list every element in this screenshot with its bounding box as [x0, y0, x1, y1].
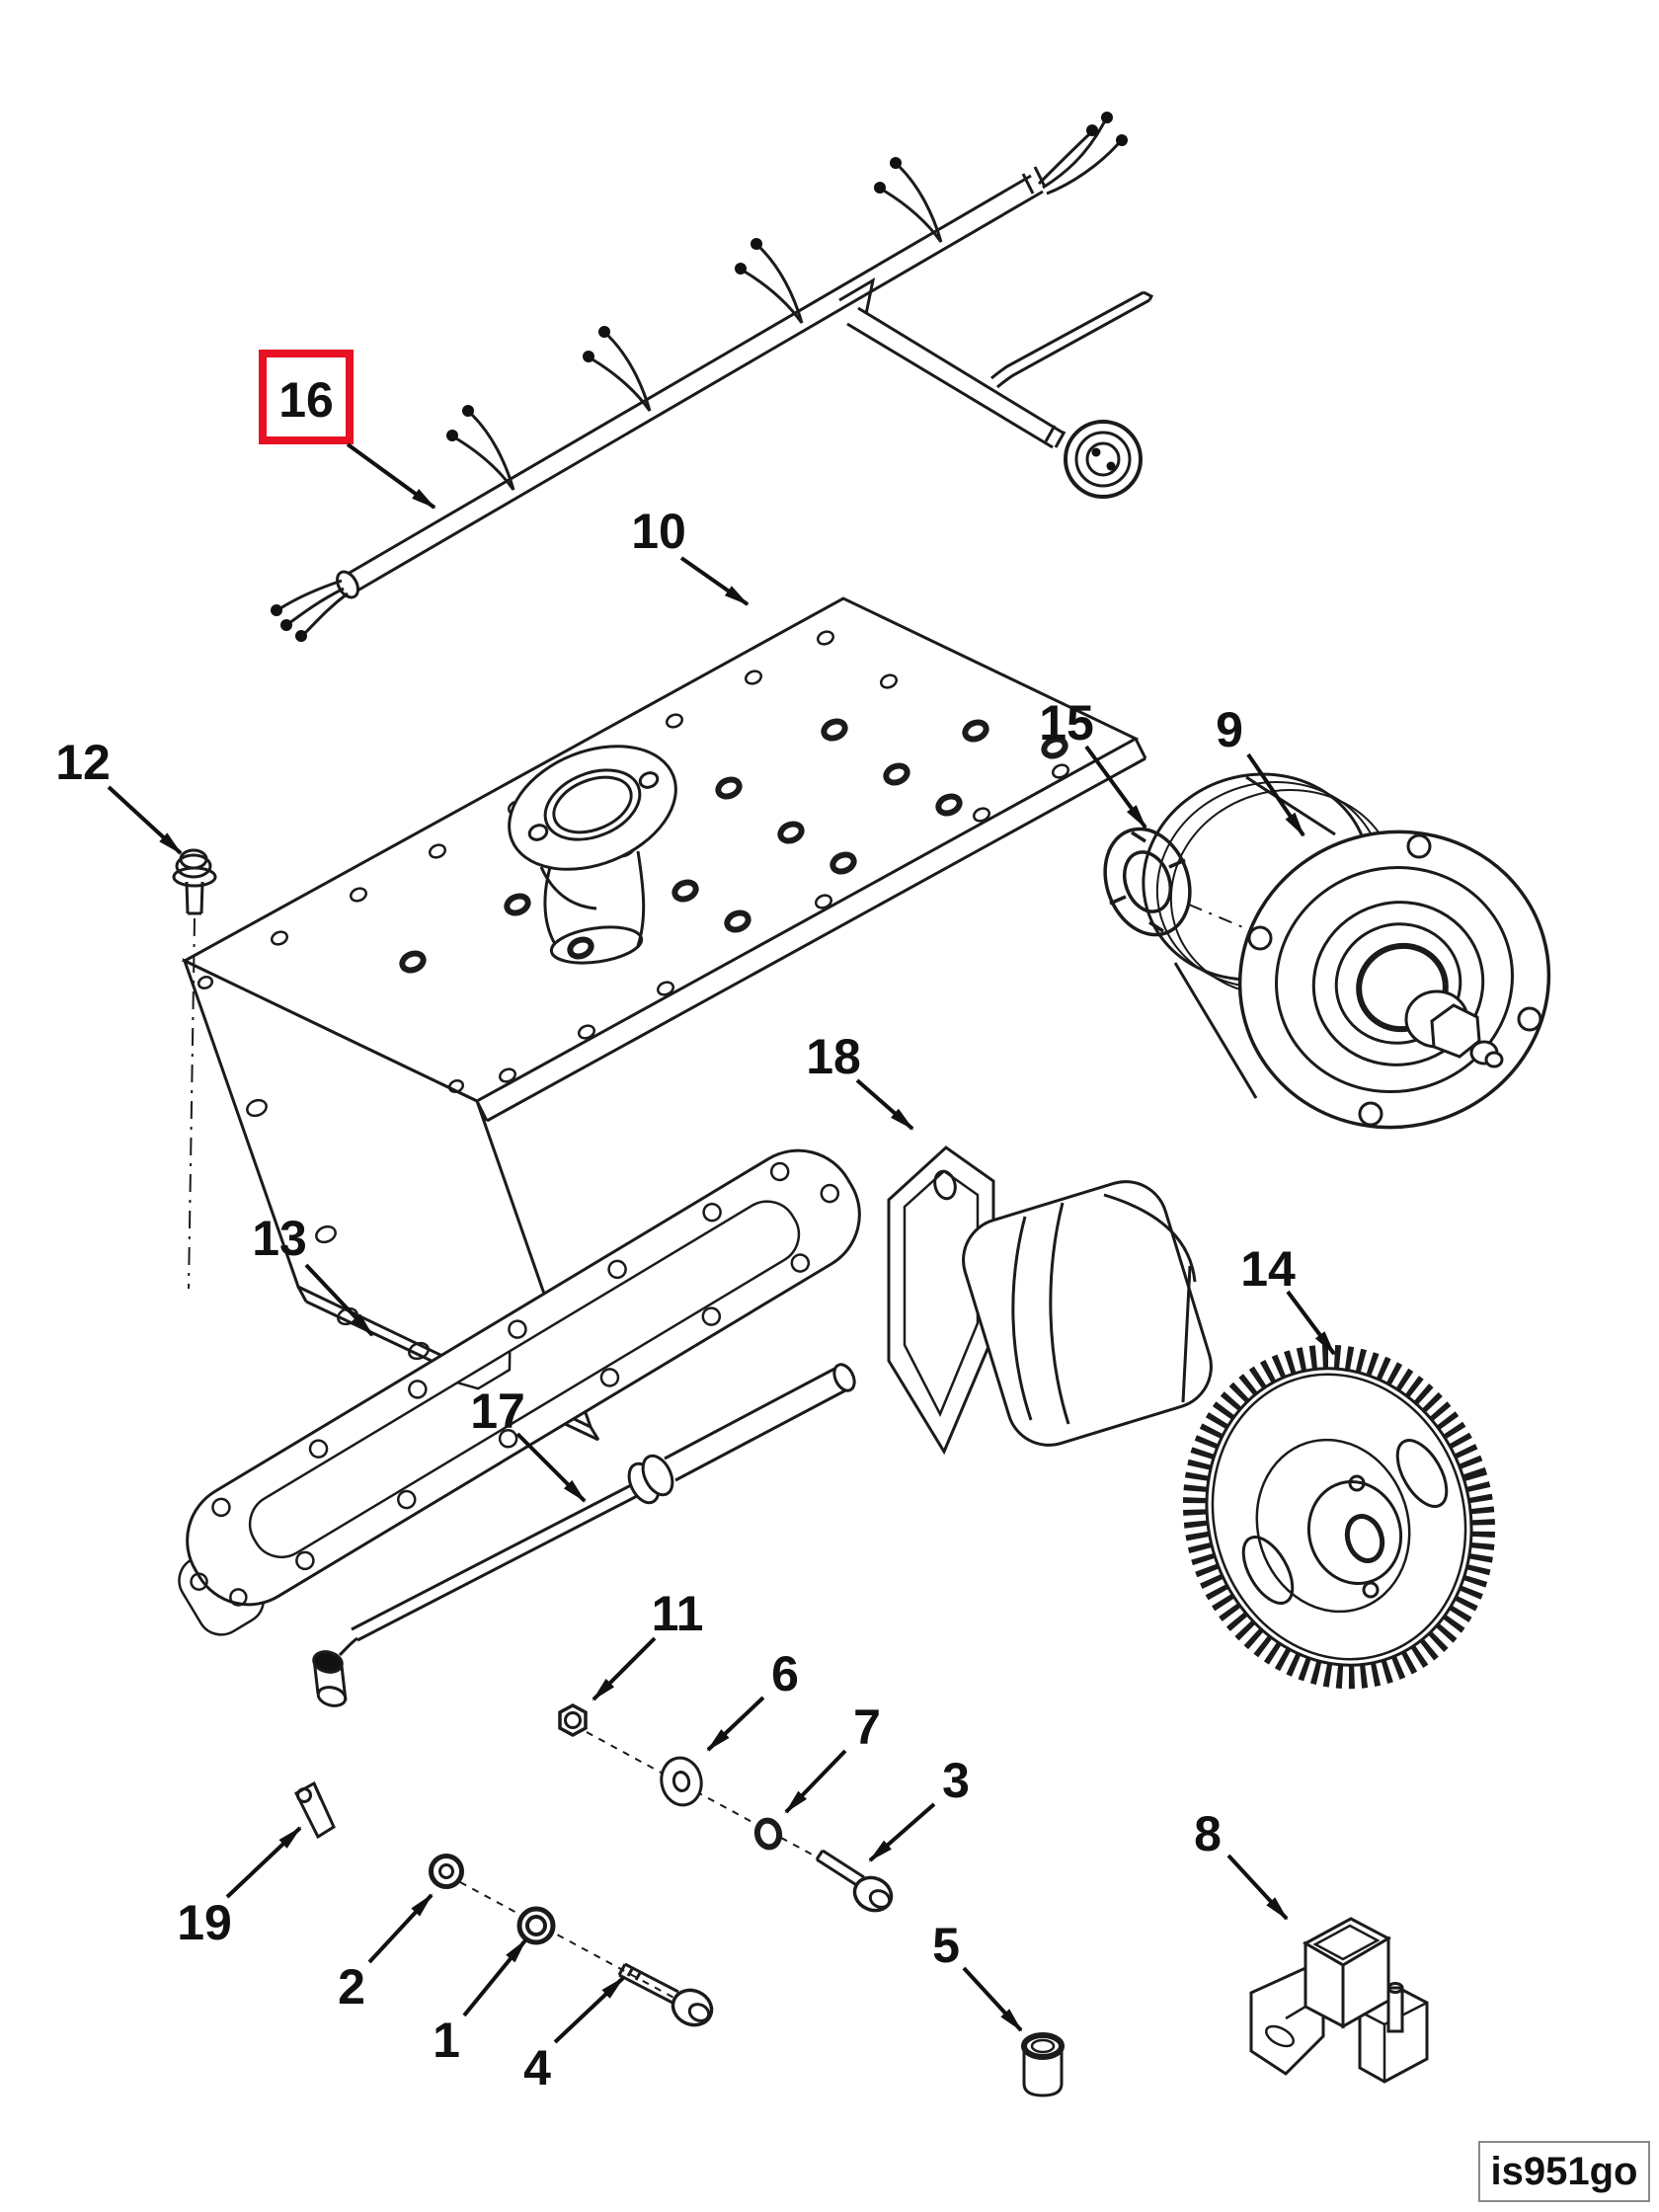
callout-label: 3 — [942, 1753, 970, 1808]
callout-arrow — [346, 442, 436, 510]
callout-label: 5 — [932, 1918, 960, 1973]
callout-arrow — [592, 1636, 657, 1701]
callout-arrow — [225, 1826, 302, 1899]
wiring-harness — [271, 112, 1154, 642]
rod-17 — [312, 1363, 856, 1707]
washer-7 — [753, 1817, 783, 1851]
nut-11 — [558, 1703, 588, 1737]
callout-label: 19 — [177, 1895, 232, 1950]
bolt-3 — [815, 1849, 894, 1913]
callout-arrow — [868, 1802, 936, 1862]
harness-branch-wires — [446, 157, 943, 491]
callout-arrow — [515, 1432, 587, 1503]
callout-3[interactable]: 3 — [868, 1753, 970, 1862]
clip-19 — [294, 1780, 336, 1840]
figure-code-box: is951go — [1478, 2141, 1650, 2202]
callout-label: 9 — [1216, 702, 1243, 757]
callout-arrow — [1084, 745, 1147, 830]
hardware-chain-lower — [294, 1780, 714, 2027]
callout-label: 17 — [470, 1383, 525, 1439]
hardware-chain-upper — [558, 1703, 894, 1913]
callout-7[interactable]: 7 — [784, 1699, 881, 1814]
callout-arrow — [304, 1263, 374, 1337]
callout-arrow — [1286, 1290, 1336, 1356]
callout-arrow — [706, 1696, 765, 1752]
flange-bolt-12 — [172, 848, 217, 1290]
callout-label: 4 — [523, 2040, 551, 2095]
callout-label: 12 — [55, 735, 111, 790]
harness-round-connector — [1064, 420, 1143, 499]
callout-label: 14 — [1240, 1241, 1296, 1297]
callout-5[interactable]: 5 — [932, 1918, 1023, 2032]
callout-14[interactable]: 14 — [1240, 1241, 1336, 1356]
callout-19[interactable]: 19 — [177, 1826, 302, 1950]
callout-12[interactable]: 12 — [55, 735, 183, 855]
flywheel-gear-14 — [1182, 1344, 1496, 1690]
callout-arrow — [962, 1966, 1023, 2032]
callout-label: 15 — [1039, 695, 1094, 750]
callout-label: 18 — [806, 1029, 861, 1084]
callout-11[interactable]: 11 — [592, 1586, 704, 1701]
callout-4[interactable]: 4 — [523, 1976, 625, 2095]
callout-label: 2 — [338, 1959, 365, 2014]
plate-tube-fitting — [508, 745, 677, 965]
callout-label: 11 — [652, 1586, 704, 1641]
callout-arrow — [553, 1976, 625, 2044]
gasket-13 — [178, 1148, 861, 1636]
callout-15[interactable]: 15 — [1039, 695, 1147, 830]
callout-1[interactable]: 1 — [433, 1938, 527, 2068]
callout-arrow — [462, 1938, 527, 2017]
callout-16[interactable]: 16 — [259, 350, 436, 510]
callout-arrow — [367, 1893, 434, 1964]
sensor-module-8 — [1249, 1917, 1429, 2084]
callout-6[interactable]: 6 — [706, 1646, 799, 1752]
harness-junction — [838, 276, 876, 315]
callout-18[interactable]: 18 — [806, 1029, 914, 1131]
callout-arrow — [1226, 1854, 1289, 1921]
washer-6 — [660, 1756, 703, 1807]
callout-label: 6 — [771, 1646, 799, 1701]
callout-label: 8 — [1194, 1806, 1222, 1861]
callout-arrow — [1246, 752, 1305, 837]
bushing-5 — [1021, 2032, 1065, 2097]
callout-arrow — [107, 785, 183, 855]
callout-arrow — [784, 1749, 847, 1814]
callout-13[interactable]: 13 — [252, 1211, 374, 1337]
callout-label: 7 — [853, 1699, 881, 1755]
callout-8[interactable]: 8 — [1194, 1806, 1289, 1921]
callout-label: 10 — [631, 504, 686, 559]
nut-1 — [516, 1906, 556, 1945]
callout-label: 16 — [278, 372, 334, 428]
callout-2[interactable]: 2 — [338, 1893, 434, 2014]
pulley-damper-9 — [1142, 772, 1551, 1130]
bolt-4 — [617, 1962, 714, 2027]
callout-10[interactable]: 10 — [631, 504, 750, 606]
callout-17[interactable]: 17 — [470, 1383, 587, 1503]
washer-2 — [429, 1854, 464, 1889]
figure-code-text: is951go — [1491, 2150, 1638, 2193]
callout-9[interactable]: 9 — [1216, 702, 1305, 837]
actuator-motor-18 — [887, 1146, 1213, 1456]
callout-arrow — [679, 556, 750, 606]
callout-label: 13 — [252, 1211, 307, 1266]
highlight-box — [259, 350, 354, 444]
mounting-plate — [181, 596, 1147, 1442]
callout-label: 1 — [433, 2013, 460, 2068]
callout-arrow — [855, 1078, 914, 1131]
